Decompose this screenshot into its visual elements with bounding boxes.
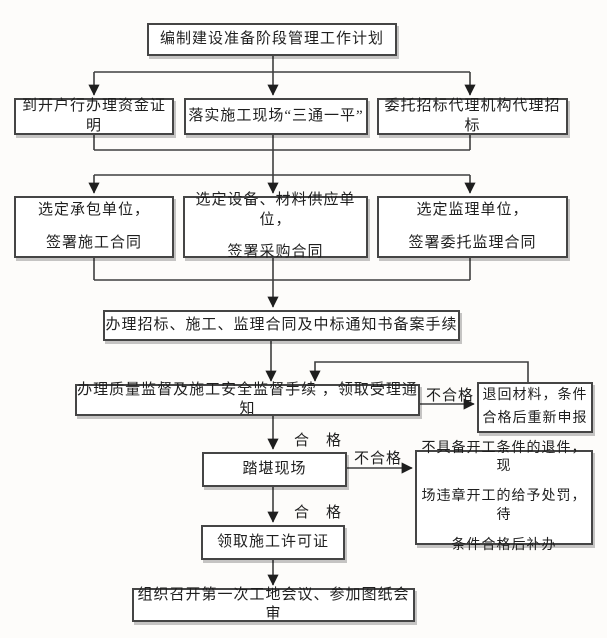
node-return-materials: 退回材料，条件 合格后重新申报 xyxy=(477,382,593,433)
node-supplier-line2: 签署采购合同 xyxy=(227,244,324,261)
edge-label-pass-1: 合 格 xyxy=(293,433,342,449)
node-fund-proof: 到开户行办理资金证明 xyxy=(14,98,174,135)
node-site-ready-label: 落实施工现场“三通一平” xyxy=(188,107,364,124)
node-tender-agency: 委托招标代理机构代理招标 xyxy=(377,98,568,135)
node-supervisor-line2: 签署委托监理合同 xyxy=(408,234,537,251)
node-contractor-line1: 选定承包单位， xyxy=(37,202,150,218)
node-site-visit: 踏堪现场 xyxy=(202,452,347,487)
node-tender-agency-label: 委托招标代理机构代理招标 xyxy=(384,98,561,134)
node-site-ready: 落实施工现场“三通一平” xyxy=(184,98,368,135)
edge-label-pass-2: 合 格 xyxy=(293,505,342,521)
node-supplier: 选定设备、材料供应单位， 签署采购合同 xyxy=(183,192,368,260)
node-first-meeting-label: 组织召开第一次工地会议、参加图纸会审 xyxy=(137,586,410,623)
node-fund-proof-label: 到开户行办理资金证明 xyxy=(21,98,166,134)
node-contractor: 选定承包单位， 签署施工合同 xyxy=(14,196,174,258)
node-not-qualified-line3: 条件合格后补办 xyxy=(451,537,557,553)
node-permit-label: 领取施工许可证 xyxy=(216,533,329,550)
node-plan-label: 编制建设准备阶段管理工作计划 xyxy=(159,30,384,47)
node-quality-safety: 办理质量监督及施工安全监督手续 ，领取受理通知 xyxy=(75,382,420,417)
node-filing-label: 办理招标、施工、监理合同及中标通知书备案手续 xyxy=(105,316,458,333)
node-contractor-line2: 签署施工合同 xyxy=(45,234,142,251)
node-site-visit-label: 踏堪现场 xyxy=(242,460,307,477)
edge-label-fail-2: 不合格 xyxy=(353,451,402,467)
node-plan: 编制建设准备阶段管理工作计划 xyxy=(147,23,397,56)
node-supervisor-line1: 选定监理单位， xyxy=(416,202,529,218)
node-not-qualified-line1: 不具备开工条件的退件，现 xyxy=(421,441,587,475)
node-not-qualified-line2: 场违章开工的给予处罚，待 xyxy=(421,489,587,523)
node-return-materials-line1: 退回材料，条件 xyxy=(482,388,588,404)
node-first-meeting: 组织召开第一次工地会议、参加图纸会审 xyxy=(132,586,415,623)
node-not-qualified-handling: 不具备开工条件的退件，现 场违章开工的给予处罚，待 条件合格后补办 xyxy=(415,441,593,553)
node-quality-safety-label: 办理质量监督及施工安全监督手续 ，领取受理通知 xyxy=(77,381,418,418)
node-permit: 领取施工许可证 xyxy=(201,525,345,560)
node-return-materials-line2: 合格后重新申报 xyxy=(482,410,588,426)
node-supervisor: 选定监理单位， 签署委托监理合同 xyxy=(377,196,568,258)
node-filing: 办理招标、施工、监理合同及中标通知书备案手续 xyxy=(103,310,460,341)
edge-label-fail-1: 不合格 xyxy=(425,388,474,404)
node-supplier-line1: 选定设备、材料供应单位， xyxy=(195,192,356,228)
